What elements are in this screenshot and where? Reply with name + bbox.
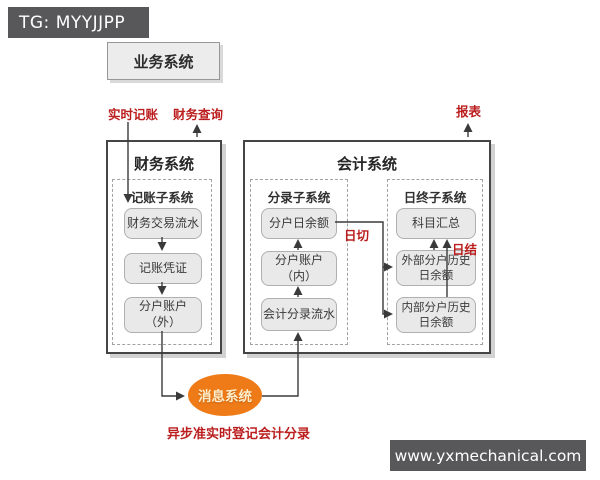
label-async-note: 异步准实时登记会计分录 xyxy=(167,427,311,442)
label-day-cut: 日切 xyxy=(344,228,370,243)
footer-site-bar: www.yxmechanical.com xyxy=(390,440,586,471)
node-subaccount-internal: 分户账户 （内） xyxy=(261,251,337,286)
accounting-system-title: 会计系统 xyxy=(336,155,397,173)
finance-system-title: 财务系统 xyxy=(133,155,194,173)
label-realtime-booking: 实时记账 xyxy=(108,107,159,122)
node-subject-summary: 科目汇总 xyxy=(396,208,476,239)
message-system-ellipse: 消息系统 xyxy=(188,374,262,416)
watermark-badge: TG: MYYJJPP xyxy=(8,7,149,38)
node-subaccount-external: 分户账户 （外） xyxy=(124,297,202,333)
label-day-end: 日结 xyxy=(452,242,478,257)
business-system-box: 业务系统 xyxy=(107,42,220,80)
node-accounting-entry-flow: 会计分录流水 xyxy=(261,298,337,331)
node-bookkeeping-voucher: 记账凭证 xyxy=(124,253,202,284)
dayend-subsystem-title: 日终子系统 xyxy=(403,190,467,205)
entry-subsystem-title: 分录子系统 xyxy=(267,190,331,205)
label-report: 报表 xyxy=(456,104,482,119)
node-finance-transaction-flow: 财务交易流水 xyxy=(124,208,202,239)
node-internal-history-balance: 内部分户历史 日余额 xyxy=(396,297,476,333)
bookkeeping-subsystem-title: 记账子系统 xyxy=(130,190,194,205)
node-subaccount-daily-balance: 分户日余额 xyxy=(261,208,337,239)
node-external-history-balance: 外部分户历史 日余额 xyxy=(396,250,476,286)
label-finance-query: 财务查询 xyxy=(173,107,224,122)
